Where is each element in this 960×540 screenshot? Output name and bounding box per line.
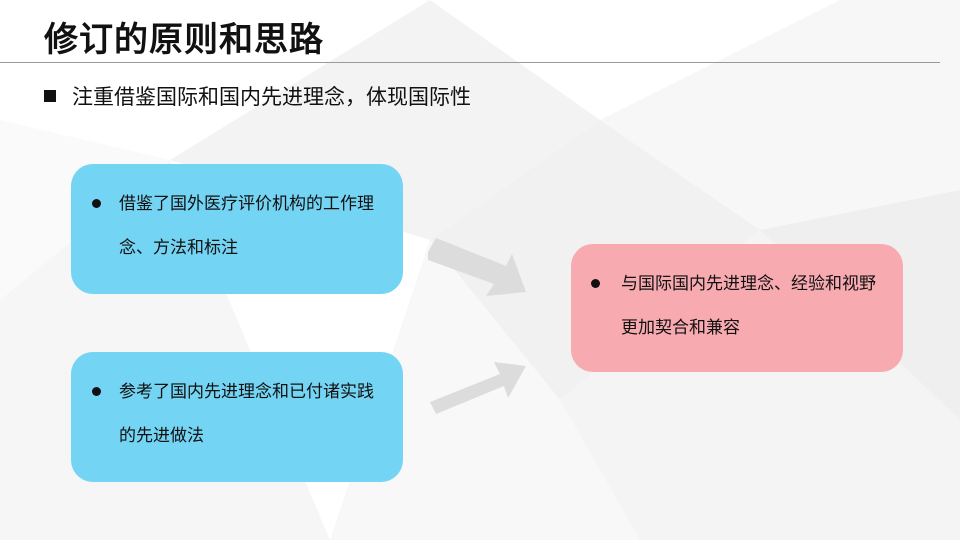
card-international-compatibility-text: 与国际国内先进理念、经验和视野更加契合和兼容 [621,274,876,338]
arrow-up-right-icon [430,362,526,414]
arrow-down-right-icon [428,238,526,296]
card-domestic-reference-text: 参考了国内先进理念和已付诸实践的先进做法 [119,382,374,446]
bullet-dot-icon [92,199,101,208]
bullet-dot-icon [92,387,101,396]
square-bullet-icon [44,90,56,102]
slide-title: 修订的原则和思路 [44,20,324,60]
card-domestic-reference: 参考了国内先进理念和已付诸实践的先进做法 [71,352,403,482]
subtitle-text: 注重借鉴国际和国内先进理念，体现国际性 [72,85,471,109]
subtitle-row: 注重借鉴国际和国内先进理念，体现国际性 [44,80,471,112]
card-international-compatibility: 与国际国内先进理念、经验和视野更加契合和兼容 [571,244,903,372]
title-divider [0,62,940,63]
card-foreign-reference: 借鉴了国外医疗评价机构的工作理念、方法和标注 [71,164,403,294]
card-foreign-reference-text: 借鉴了国外医疗评价机构的工作理念、方法和标注 [119,194,374,258]
bullet-dot-icon [591,279,600,288]
